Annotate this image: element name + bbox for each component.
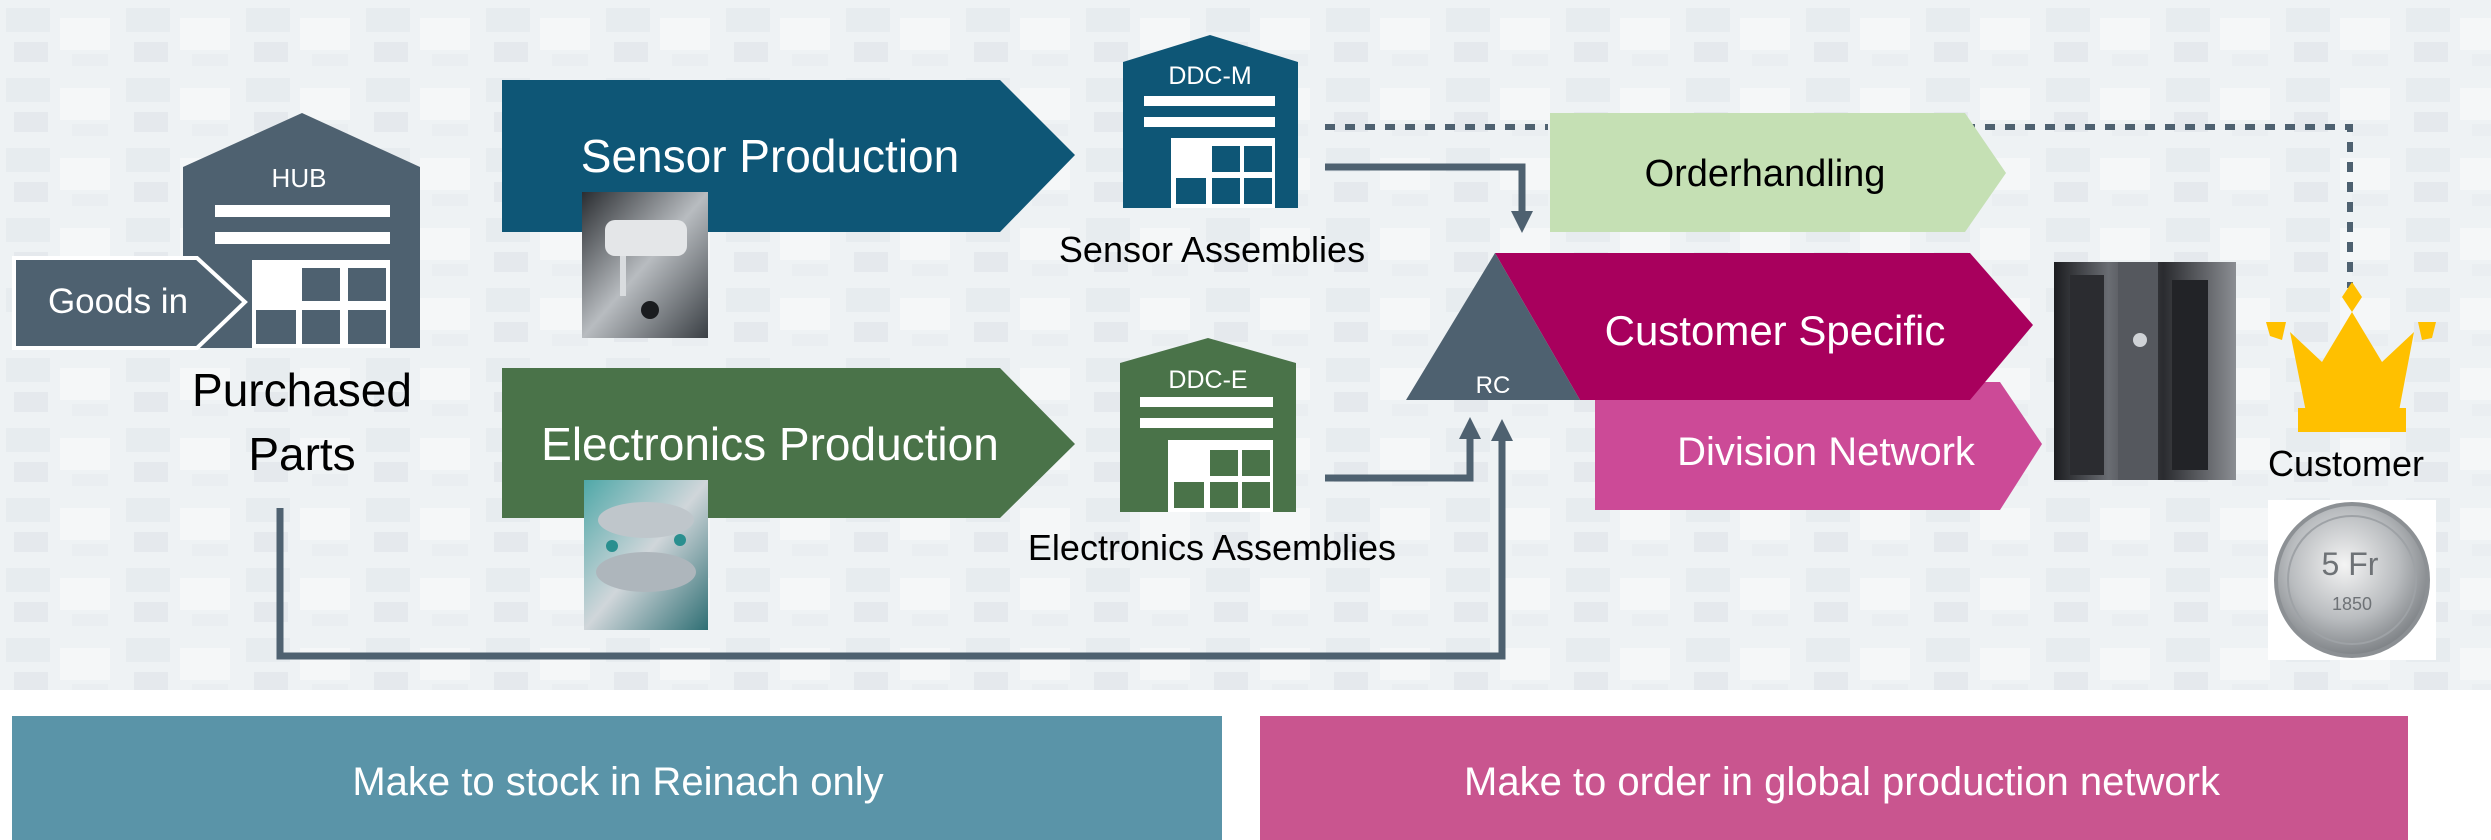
purchased-parts-to-rc-arrow [276, 419, 1513, 660]
electronics-production-photo [584, 480, 708, 630]
goods-in-arrow: Goods in [12, 256, 248, 350]
footer-right-bar: Make to order in global production netwo… [1260, 716, 2408, 840]
customer-equipment-photo [2054, 262, 2236, 480]
ddc-m-label: DDC-M [1168, 62, 1251, 90]
purchased-parts-caption-line1: Purchased [192, 364, 412, 416]
division-network-label: Division Network [1677, 430, 1976, 474]
goods-in-label: Goods in [48, 282, 188, 321]
info-flow-orderhandling-to-customer [1965, 124, 2353, 288]
hub-label: HUB [272, 163, 327, 193]
orderhandling-arrow: Orderhandling [1550, 113, 2006, 232]
sensor-production-photo [582, 192, 708, 338]
ddc-e-to-rc-arrow [1325, 417, 1481, 482]
division-network-arrow: Division Network [1595, 382, 2042, 510]
customer-label: Customer [2268, 443, 2424, 484]
customer-specific-label: Customer Specific [1605, 307, 1946, 354]
footer-right-label: Make to order in global production netwo… [1464, 760, 2221, 804]
coin-year: 1850 [2332, 594, 2372, 614]
footer-left-label: Make to stock in Reinach only [352, 760, 883, 804]
sensor-production-label: Sensor Production [581, 130, 959, 182]
electronics-assemblies-caption: Electronics Assemblies [1028, 527, 1396, 568]
ddc-e-label: DDC-E [1168, 366, 1247, 394]
hub-warehouse: HUB [183, 113, 420, 348]
footer-left-bar: Make to stock in Reinach only [12, 716, 1222, 840]
purchased-parts-caption-line2: Parts [248, 428, 355, 480]
customer-specific-arrow: Customer Specific [1495, 253, 2033, 400]
swiss-coin-image: 5 Fr 1850 [2268, 500, 2436, 660]
electronics-production-label: Electronics Production [541, 418, 999, 470]
ddc-m-to-orderhandling-arrow [1325, 163, 1533, 233]
rc-label: RC [1476, 372, 1511, 399]
sensor-assemblies-caption: Sensor Assemblies [1059, 229, 1365, 270]
ddc-m-warehouse: DDC-M [1123, 35, 1298, 208]
orderhandling-label: Orderhandling [1645, 153, 1886, 195]
coin-text: 5 Fr [2322, 546, 2379, 582]
crown-icon [2266, 282, 2436, 432]
ddc-e-warehouse: DDC-E [1120, 338, 1296, 512]
rc-triangle: RC [1406, 253, 1580, 400]
